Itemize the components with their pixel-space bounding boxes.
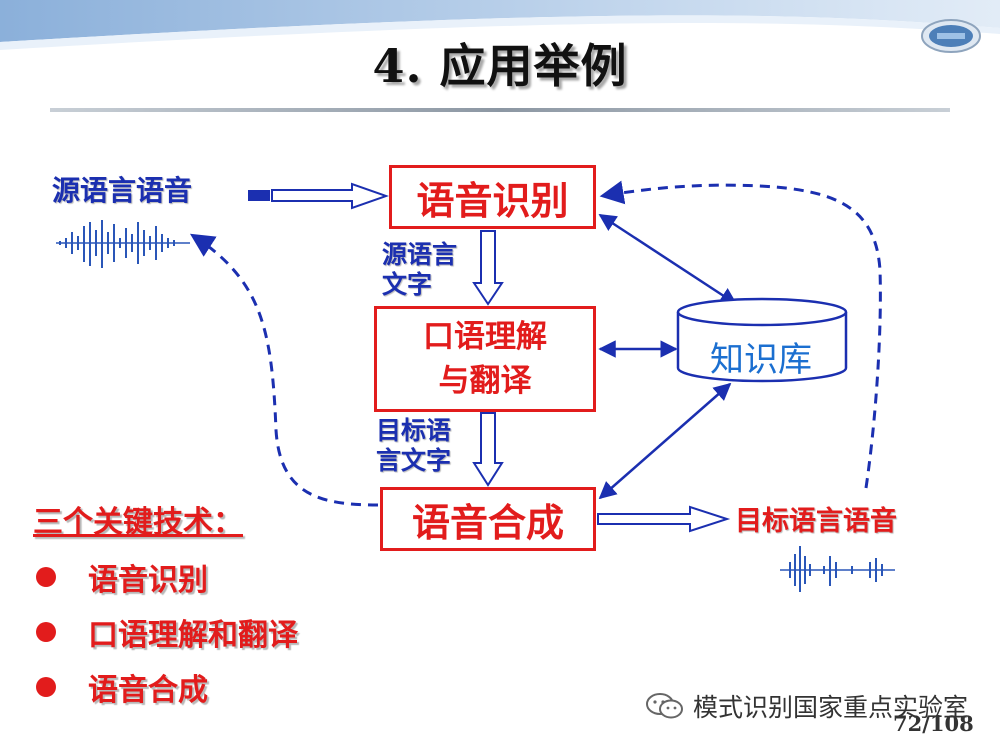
key-tech-item-label: 语音合成 — [88, 673, 208, 708]
key-tech-item: 口语理解和翻译 — [36, 610, 298, 654]
watermark-text: 模式识别国家重点实验室 — [693, 693, 969, 722]
title-divider — [50, 108, 950, 112]
knowledge-base-label: 知识库 — [710, 340, 812, 380]
source-waveform-icon — [56, 220, 190, 268]
target-text-line1: 目标语 — [376, 416, 452, 445]
header-band — [0, 0, 1000, 50]
bullet-dot-icon — [36, 567, 56, 587]
kb-link-synthesis — [598, 382, 732, 500]
understanding-label-line1: 口语理解 — [423, 319, 547, 355]
feedback-dashed-left — [189, 233, 379, 507]
institution-logo-icon — [921, 19, 981, 53]
key-tech-item: 语音合成 — [36, 665, 208, 709]
output-arrow — [597, 505, 731, 533]
key-tech-item-label: 语音识别 — [88, 563, 208, 598]
speech-synthesis-box: 语音合成 — [380, 487, 596, 551]
bullet-dot-icon — [36, 622, 56, 642]
speech-recognition-label: 语音识别 — [416, 178, 569, 223]
source-text-line1: 源语言 — [382, 240, 458, 269]
feedback-dashed-right — [599, 180, 882, 489]
wechat-watermark: 模式识别国家重点实验室 — [645, 688, 968, 724]
speech-recognition-box: 语音识别 — [389, 165, 596, 229]
key-tech-heading: 三个关键技术： — [33, 505, 243, 540]
key-tech-item-label: 口语理解和翻译 — [88, 618, 298, 653]
speech-synthesis-label: 语音合成 — [411, 500, 564, 545]
target-speech-label: 目标语言语音 — [735, 506, 897, 537]
source-text-line2: 文字 — [382, 270, 433, 299]
slide-title: 4. 应用举例 — [372, 39, 628, 93]
key-tech-item: 语音识别 — [36, 555, 208, 599]
input-arrow — [248, 182, 390, 210]
kb-link-recognition — [598, 213, 738, 306]
understanding-translation-box: 口语理解 与翻译 — [374, 306, 596, 412]
source-text-label: 源语言 文字 — [382, 240, 457, 300]
source-speech-label: 源语言语音 — [52, 174, 193, 207]
target-text-line2: 言文字 — [376, 446, 452, 475]
down-arrow-2 — [472, 412, 504, 487]
bullet-dot-icon — [36, 677, 56, 697]
knowledge-base-cylinder — [676, 297, 848, 383]
wechat-icon — [646, 693, 683, 719]
target-text-label: 目标语 言文字 — [376, 416, 451, 476]
page-number: 72/108 — [893, 711, 974, 736]
target-waveform-icon — [780, 546, 895, 592]
down-arrow-1 — [472, 230, 504, 306]
understanding-label-line2: 与翻译 — [438, 363, 532, 399]
